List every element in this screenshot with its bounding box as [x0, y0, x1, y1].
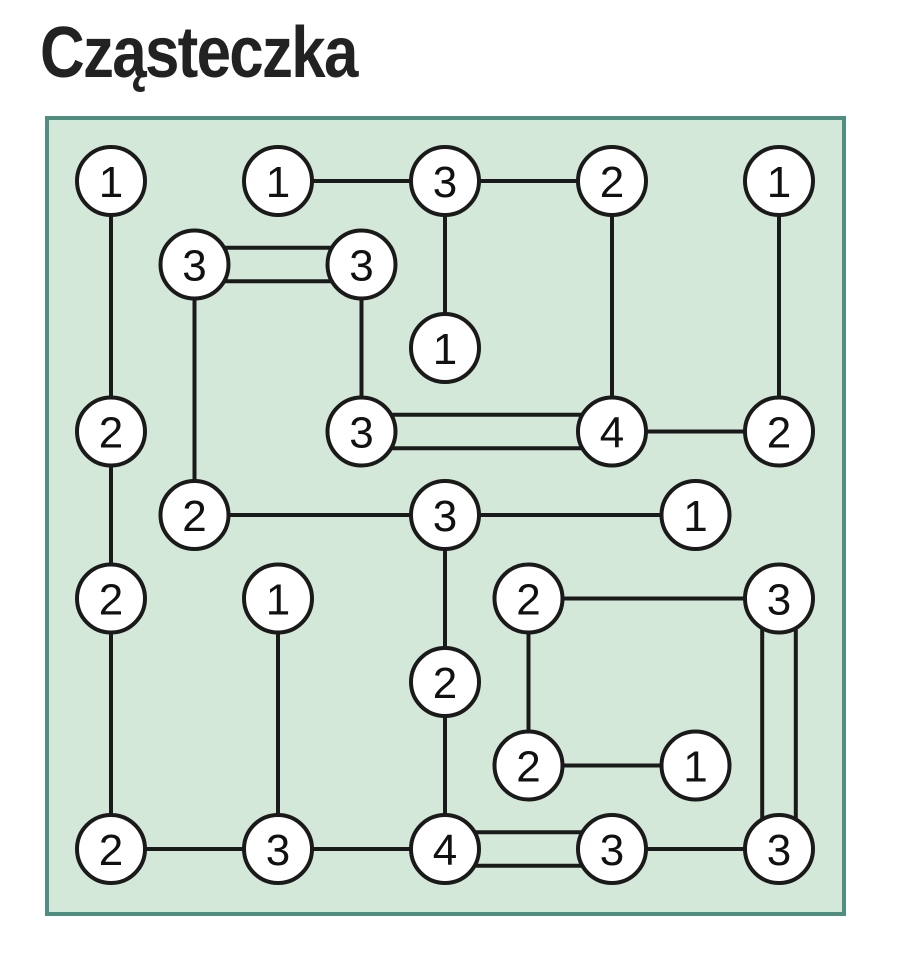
island[interactable]: 2 — [75, 562, 147, 635]
island[interactable]: 2 — [492, 729, 565, 802]
island-value: 2 — [433, 659, 457, 708]
island-value: 3 — [767, 826, 791, 875]
island[interactable]: 3 — [743, 813, 815, 885]
island[interactable]: 1 — [242, 145, 314, 217]
island[interactable]: 1 — [743, 145, 815, 217]
island[interactable]: 3 — [242, 813, 314, 885]
island[interactable]: 2 — [743, 395, 815, 468]
island-circle — [75, 395, 147, 468]
island-layer: 1 1 3 2 1 3 3 1 2 3 4 2 2 3 1 2 1 2 3 2 2 1 2 3 4 3 3 — [75, 145, 815, 885]
island[interactable]: 2 — [409, 646, 481, 718]
island-value: 2 — [182, 492, 206, 541]
island[interactable]: 3 — [158, 228, 231, 301]
island-circle — [743, 145, 815, 217]
island-circle — [409, 479, 481, 551]
island-value: 2 — [516, 576, 540, 625]
island-value: 2 — [99, 576, 123, 625]
island[interactable]: 1 — [659, 729, 732, 802]
island-circle — [409, 646, 481, 718]
island-value: 3 — [433, 158, 457, 207]
island-circle — [576, 145, 648, 217]
island-value: 3 — [349, 242, 373, 291]
island-value: 4 — [433, 826, 457, 875]
island[interactable]: 3 — [743, 562, 815, 635]
island-circle — [75, 145, 147, 217]
island[interactable]: 1 — [409, 312, 481, 384]
island-circle — [325, 228, 398, 301]
island-value: 3 — [182, 242, 206, 291]
island[interactable]: 4 — [576, 395, 648, 468]
island-value: 2 — [600, 158, 624, 207]
island-value: 2 — [99, 826, 123, 875]
island[interactable]: 3 — [409, 479, 481, 551]
island-circle — [409, 813, 481, 885]
island-value: 3 — [433, 492, 457, 541]
island-value: 2 — [767, 409, 791, 458]
island[interactable]: 1 — [242, 562, 314, 635]
island-value: 1 — [266, 576, 290, 625]
island[interactable]: 3 — [325, 228, 398, 301]
puzzle-title: Cząsteczka — [40, 13, 358, 93]
island[interactable]: 1 — [75, 145, 147, 217]
island-circle — [659, 479, 732, 551]
island-circle — [743, 562, 815, 635]
island-value: 3 — [767, 576, 791, 625]
island-circle — [492, 729, 565, 802]
island-value: 2 — [99, 409, 123, 458]
island-circle — [158, 228, 231, 301]
island-circle — [743, 813, 815, 885]
island[interactable]: 2 — [158, 479, 231, 551]
island-circle — [492, 562, 565, 635]
island[interactable]: 1 — [659, 479, 732, 551]
island-value: 1 — [767, 158, 791, 207]
island-value: 4 — [600, 409, 624, 458]
island-value: 1 — [683, 492, 707, 541]
island-circle — [409, 145, 481, 217]
island[interactable]: 3 — [409, 145, 481, 217]
island-circle — [325, 395, 398, 468]
island-circle — [576, 395, 648, 468]
island-circle — [75, 813, 147, 885]
island-circle — [242, 145, 314, 217]
island-circle — [576, 813, 648, 885]
island-value: 3 — [349, 409, 373, 458]
island-value: 1 — [433, 325, 457, 374]
island-circle — [75, 562, 147, 635]
island-value: 2 — [516, 743, 540, 792]
island[interactable]: 2 — [492, 562, 565, 635]
island-circle — [242, 562, 314, 635]
island[interactable]: 3 — [325, 395, 398, 468]
island-circle — [743, 395, 815, 468]
island-value: 3 — [266, 826, 290, 875]
island-circle — [409, 312, 481, 384]
island[interactable]: 4 — [409, 813, 481, 885]
island[interactable]: 2 — [576, 145, 648, 217]
island-value: 1 — [99, 158, 123, 207]
island-value: 1 — [266, 158, 290, 207]
island-circle — [242, 813, 314, 885]
island-circle — [659, 729, 732, 802]
island[interactable]: 2 — [75, 395, 147, 468]
island-value: 1 — [683, 743, 707, 792]
island-circle — [158, 479, 231, 551]
island-value: 3 — [600, 826, 624, 875]
island[interactable]: 2 — [75, 813, 147, 885]
island[interactable]: 3 — [576, 813, 648, 885]
